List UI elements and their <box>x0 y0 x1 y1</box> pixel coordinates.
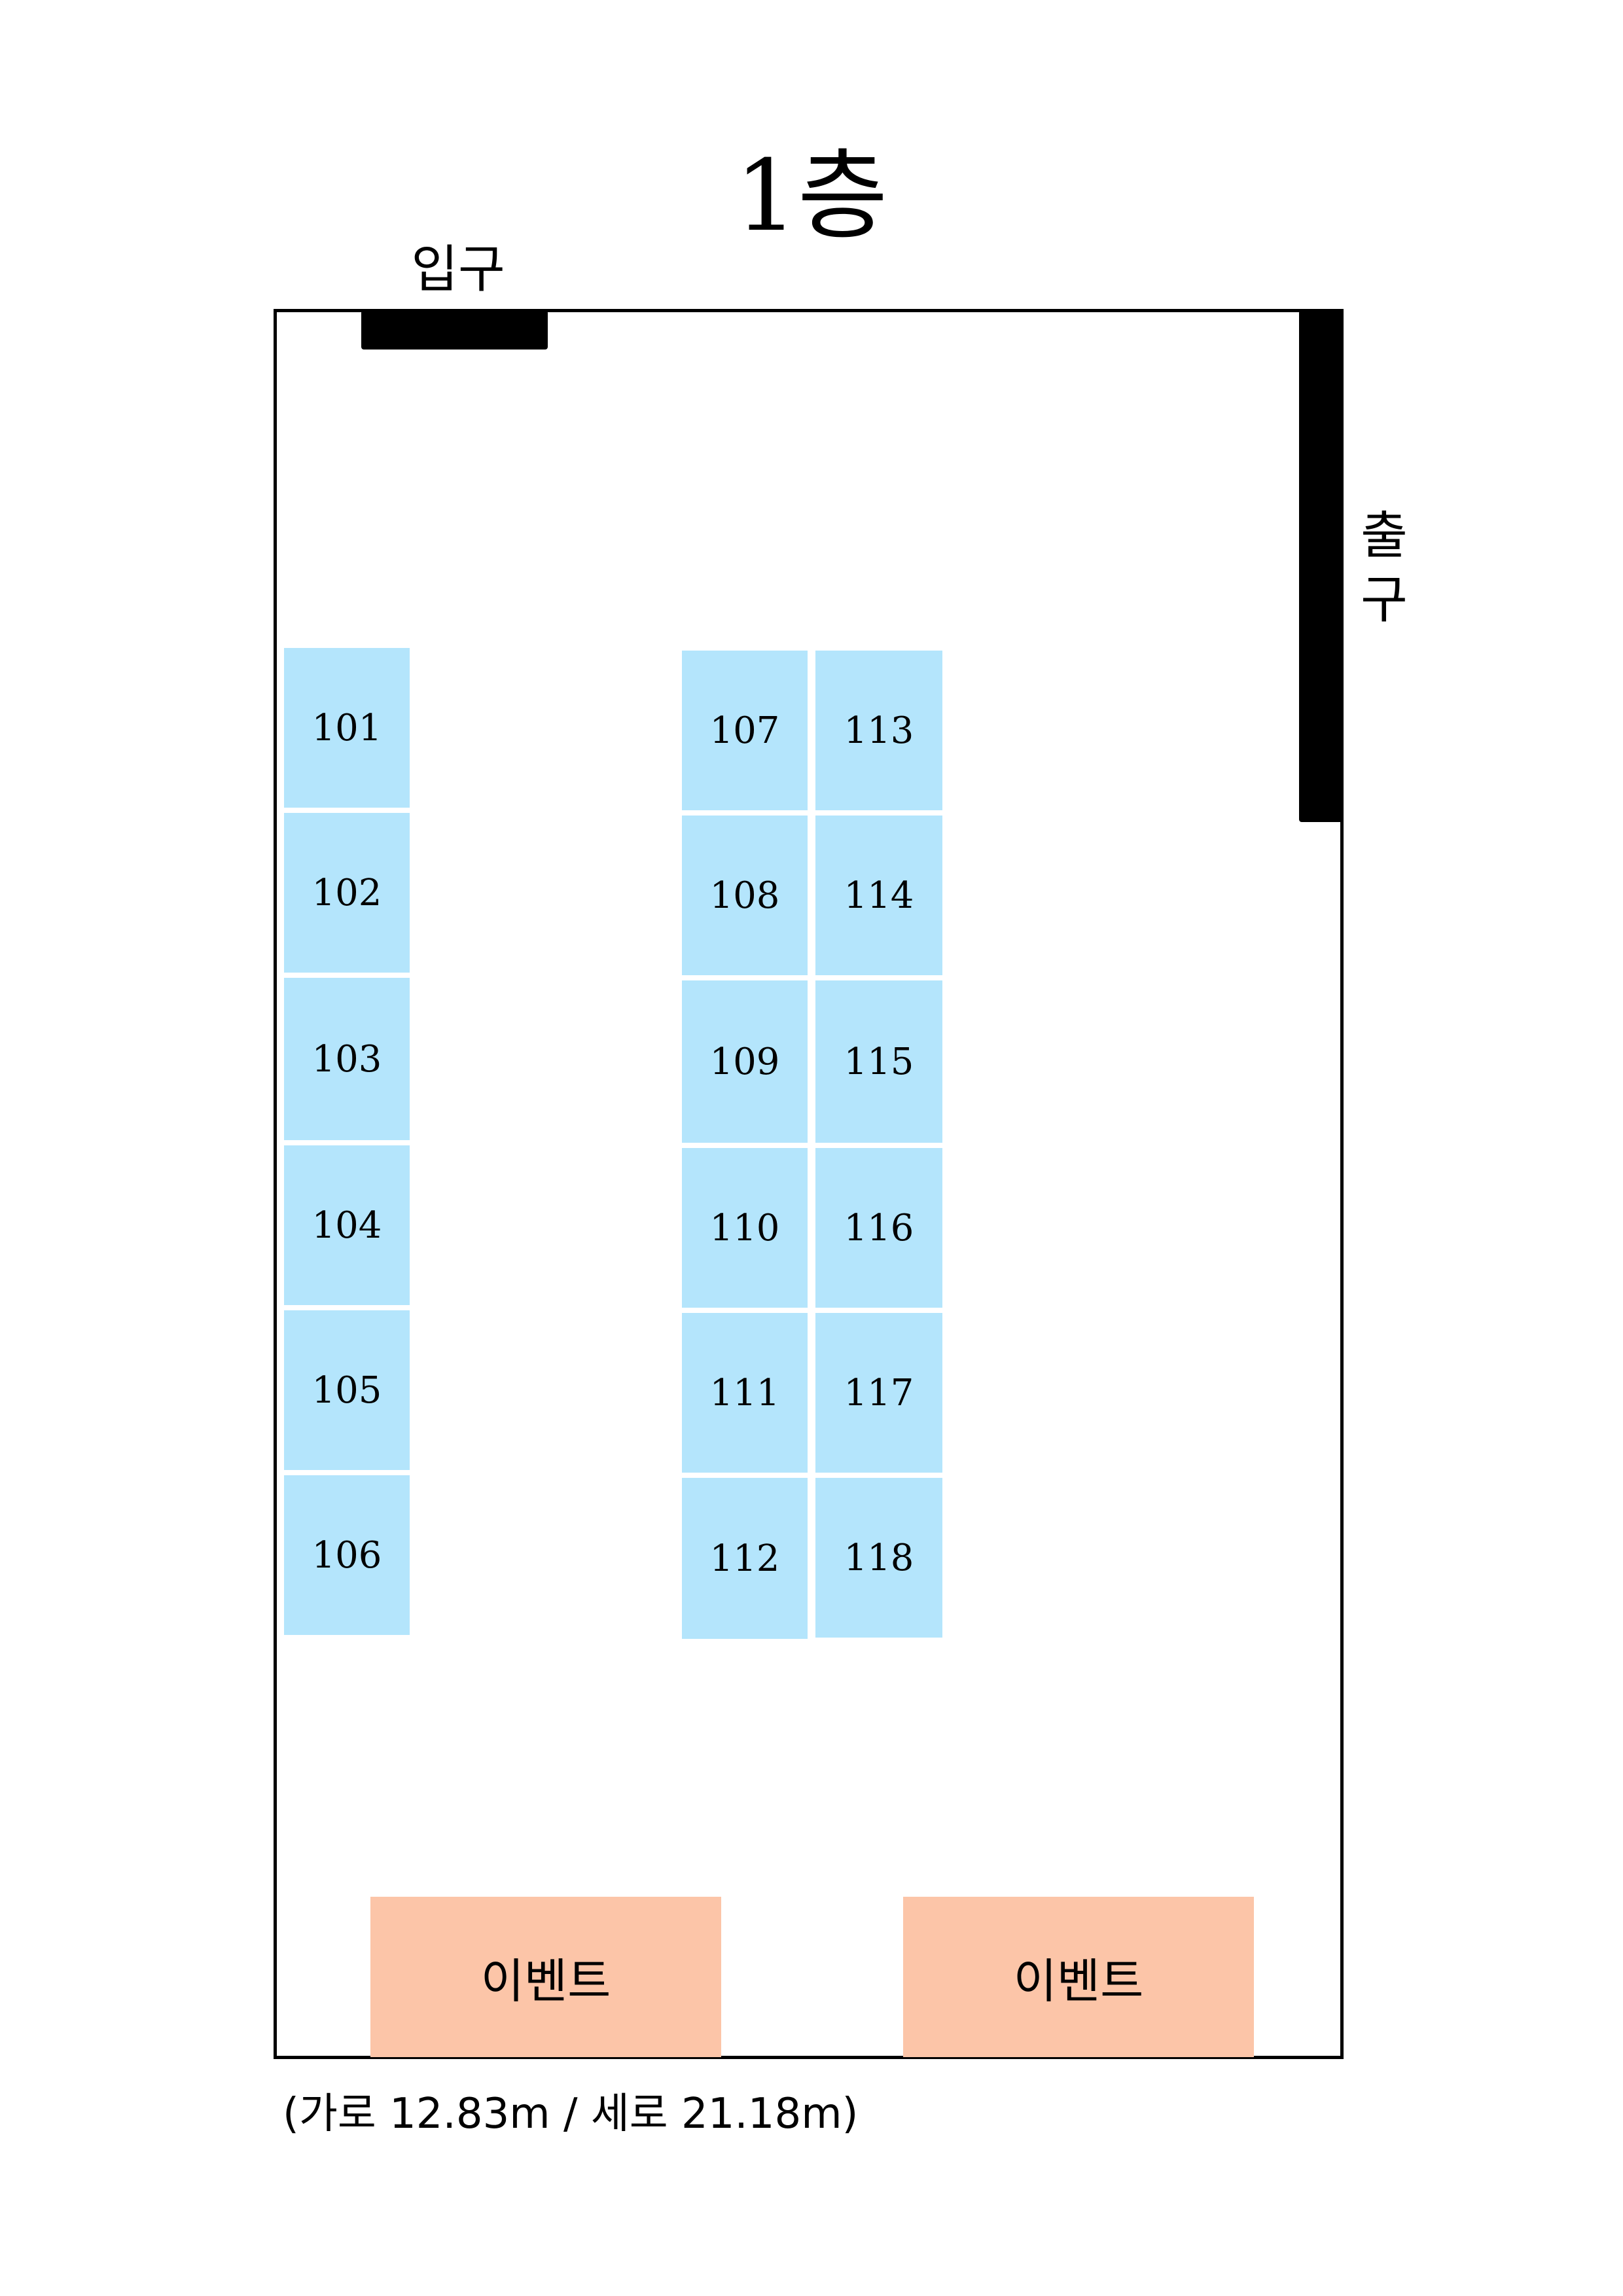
booth-116[interactable]: 116 <box>815 1148 942 1308</box>
booth-107[interactable]: 107 <box>682 651 808 810</box>
exit-door <box>1299 310 1344 822</box>
booth-105[interactable]: 105 <box>284 1310 410 1470</box>
booth-number: 114 <box>844 874 914 917</box>
floor-title: 1층 <box>735 139 888 253</box>
booth-number: 115 <box>844 1040 914 1083</box>
event-area-left[interactable]: 이벤트 <box>370 1897 721 2057</box>
entrance-door <box>361 310 548 350</box>
booth-106[interactable]: 106 <box>284 1475 410 1635</box>
booth-113[interactable]: 113 <box>815 651 942 810</box>
booth-118[interactable]: 118 <box>815 1478 942 1638</box>
booth-112[interactable]: 112 <box>682 1478 808 1639</box>
booth-number: 116 <box>844 1206 914 1249</box>
booth-110[interactable]: 110 <box>682 1148 808 1308</box>
booth-number: 102 <box>312 871 382 914</box>
booth-number: 112 <box>709 1537 780 1580</box>
exit-label-char-1: 출 <box>1361 507 1408 565</box>
booth-108[interactable]: 108 <box>682 816 808 975</box>
booth-111[interactable]: 111 <box>682 1313 808 1473</box>
booth-number: 104 <box>312 1204 382 1247</box>
booth-number: 118 <box>844 1536 914 1579</box>
booth-number: 108 <box>709 874 780 917</box>
booth-104[interactable]: 104 <box>284 1145 410 1305</box>
booth-number: 113 <box>844 709 914 752</box>
booth-number: 101 <box>312 706 382 749</box>
floor-plan-outline <box>274 309 1344 2059</box>
exit-label-char-2: 구 <box>1361 571 1408 630</box>
booth-number: 106 <box>312 1534 382 1577</box>
dimensions-note: (가로 12.83m / 세로 21.18m) <box>283 2090 859 2138</box>
booth-115[interactable]: 115 <box>815 980 942 1143</box>
booth-number: 103 <box>312 1037 382 1081</box>
event-label: 이벤트 <box>480 1954 611 2009</box>
entrance-label: 입구 <box>411 240 505 299</box>
booth-number: 105 <box>312 1369 382 1412</box>
event-area-right[interactable]: 이벤트 <box>903 1897 1254 2057</box>
booth-number: 107 <box>709 709 780 752</box>
event-label: 이벤트 <box>1013 1954 1144 2009</box>
booth-number: 110 <box>709 1206 780 1249</box>
booth-number: 117 <box>844 1371 914 1414</box>
booth-114[interactable]: 114 <box>815 816 942 975</box>
booth-117[interactable]: 117 <box>815 1313 942 1473</box>
booth-number: 111 <box>709 1371 780 1414</box>
booth-number: 109 <box>709 1040 780 1083</box>
booth-102[interactable]: 102 <box>284 813 410 973</box>
booth-101[interactable]: 101 <box>284 648 410 808</box>
booth-109[interactable]: 109 <box>682 980 808 1143</box>
booth-103[interactable]: 103 <box>284 978 410 1140</box>
exit-label: 출 구 <box>1355 504 1414 632</box>
